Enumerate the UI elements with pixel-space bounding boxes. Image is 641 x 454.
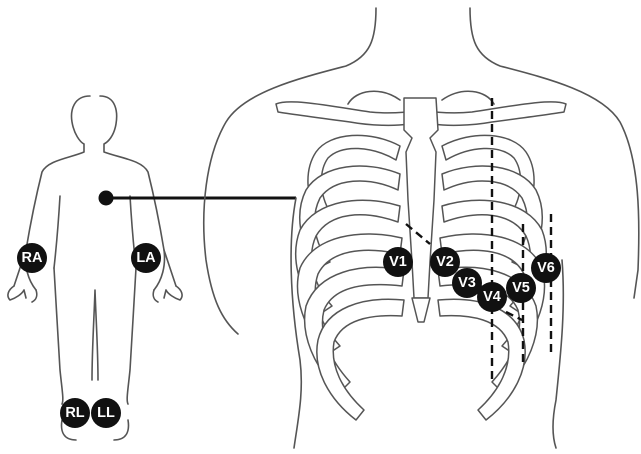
chest-connector — [99, 191, 297, 206]
electrode-la: LA — [131, 243, 161, 273]
electrode-v1: V1 — [383, 247, 413, 277]
left-clavicle — [434, 102, 566, 125]
electrode-rl-label: RL — [65, 405, 84, 421]
right-ribs — [296, 135, 404, 420]
electrode-ll-label: LL — [97, 405, 115, 421]
electrode-v2: V2 — [430, 247, 460, 277]
electrode-ll: LL — [91, 398, 121, 428]
electrode-rl: RL — [60, 398, 90, 428]
electrode-ra: RA — [17, 243, 47, 273]
xiphoid — [412, 298, 430, 322]
electrode-v2-label: V2 — [436, 254, 454, 270]
electrode-v6: V6 — [531, 253, 561, 283]
electrode-v1-label: V1 — [389, 254, 407, 270]
electrode-v4: V4 — [477, 282, 507, 312]
electrode-ra-label: RA — [22, 250, 43, 266]
electrode-v6-label: V6 — [537, 260, 555, 276]
chest-marker-dot — [99, 191, 114, 206]
electrode-v3-label: V3 — [458, 275, 476, 291]
electrode-v5: V5 — [506, 273, 536, 303]
right-clavicle — [276, 102, 408, 125]
electrode-la-label: LA — [136, 250, 156, 266]
electrode-v4-label: V4 — [483, 289, 501, 305]
electrode-v5-label: V5 — [512, 280, 530, 296]
